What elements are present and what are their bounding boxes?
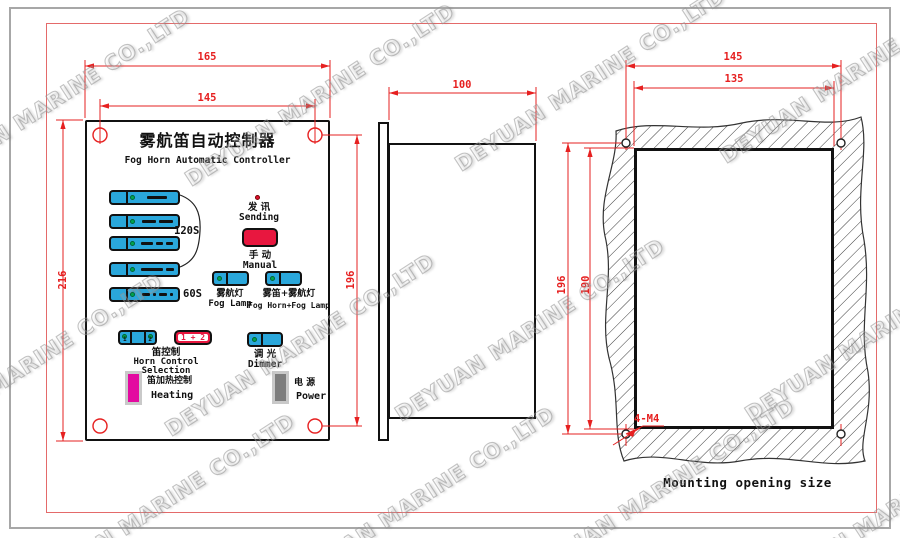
fog-horn-lamp-led (270, 276, 275, 281)
signal-pattern-switch-4 (109, 262, 180, 277)
mounting-opening (634, 148, 834, 429)
screw-spec-label: 4-M4 (634, 413, 660, 425)
dimmer-button (247, 332, 283, 347)
signal-dash (158, 220, 173, 223)
signal-dash (141, 293, 150, 296)
timer-60s-label: 60S (183, 288, 202, 300)
switch-divider (126, 263, 128, 276)
manual-button (242, 228, 278, 247)
dim-front-height: 216 (57, 270, 69, 290)
fog-lamp-label-cn: 雾航灯 (216, 289, 244, 299)
dimmer-label-en: Dimmer (247, 359, 283, 370)
signal-pattern (138, 192, 176, 203)
horn-control-divider-2 (144, 331, 146, 344)
signal-dash (147, 196, 167, 199)
fog-horn-lamp-divider (279, 272, 281, 285)
fog-lamp-button (212, 271, 249, 286)
signal-dash (165, 268, 174, 271)
horn-control-indicator: 1 + 2 (174, 330, 212, 345)
power-label-en: Power (296, 391, 327, 402)
signal-pattern-switch-3 (109, 236, 180, 251)
mounting-caption: Mounting opening size (663, 475, 832, 490)
dimmer-label-cn: 调 光 (253, 349, 277, 360)
dim-front-hole-width: 145 (197, 92, 217, 104)
switch-divider (126, 288, 128, 301)
horn-control-rocker: 1 2 (118, 330, 157, 345)
manual-label-cn: 手 动 (248, 250, 272, 261)
dim-side-depth: 100 (452, 79, 472, 91)
horn-control-divider-1 (130, 331, 132, 344)
fog-lamp-led (217, 276, 222, 281)
drawing-frame (46, 23, 877, 513)
side-view-body (388, 143, 536, 419)
dim-mount-hole-width: 145 (723, 51, 743, 63)
switch-led (130, 219, 135, 224)
horn-control-led-2 (148, 334, 153, 339)
signal-pattern (138, 216, 176, 227)
signal-pattern (138, 264, 176, 275)
signal-pattern (138, 289, 176, 300)
front-panel: 雾航笛自动控制器 Fog Horn Automatic Controller 1… (85, 120, 330, 441)
fog-lamp-label-en: Fog Lamp (208, 299, 252, 309)
horn-control-mark-1: 1 (123, 336, 127, 343)
switch-divider (126, 215, 128, 228)
dim-mount-opening-height: 190 (580, 275, 592, 295)
horn-control-label-cn: 笛控制 (151, 347, 181, 358)
dim-front-hole-height: 196 (345, 270, 357, 290)
timer-120s-label: 120S (174, 225, 200, 237)
signal-dash (166, 242, 173, 245)
signal-dash (140, 268, 163, 271)
power-label-cn: 电 源 (294, 378, 316, 388)
sending-label-en: Sending (238, 212, 280, 223)
dimmer-divider (261, 333, 263, 346)
dimmer-led (252, 337, 257, 342)
horn-control-mark-2: 2 (148, 336, 152, 343)
fog-horn-lamp-label-cn: 雾笛+雾航灯 (262, 289, 316, 299)
dim-mount-opening-width: 135 (724, 73, 744, 85)
signal-dash (156, 242, 163, 245)
horn-control-label-en: Horn Control Selection (133, 357, 199, 377)
switch-divider (126, 191, 128, 204)
heating-label-en: Heating (151, 390, 194, 401)
switch-led (130, 267, 135, 272)
fog-horn-lamp-label-en: Fog Horn+Fog Lamp (248, 301, 330, 310)
signal-pattern-switch-1 (109, 190, 180, 205)
page-border (9, 7, 891, 529)
switch-led (130, 195, 135, 200)
horn-control-indicator-text: 1 + 2 (178, 333, 208, 342)
fog-horn-lamp-button (265, 271, 302, 286)
fog-lamp-divider (226, 272, 228, 285)
heating-switch (125, 371, 142, 405)
panel-title-en: Fog Horn Automatic Controller (124, 155, 291, 166)
panel-title-cn: 雾航笛自动控制器 (139, 131, 276, 150)
sending-label-cn: 发 讯 (247, 202, 271, 213)
signal-pattern-switch-5 (109, 287, 180, 302)
power-switch (272, 371, 289, 404)
signal-dash (169, 293, 173, 296)
horn-control-led-1 (122, 334, 127, 339)
signal-pattern (138, 238, 176, 249)
signal-dash (141, 220, 156, 223)
dim-mount-hole-height: 196 (556, 275, 568, 295)
signal-dash (152, 293, 156, 296)
heating-label-cn: 笛加热控制 (147, 376, 193, 386)
switch-divider (126, 237, 128, 250)
manual-label-en: Manual (242, 260, 278, 271)
dim-front-outer-width: 165 (197, 51, 217, 63)
switch-led (130, 241, 135, 246)
sending-indicator-led (255, 195, 260, 200)
signal-dash (141, 242, 153, 245)
signal-pattern-switch-2 (109, 214, 180, 229)
signal-dash (158, 293, 167, 296)
switch-led (130, 292, 135, 297)
